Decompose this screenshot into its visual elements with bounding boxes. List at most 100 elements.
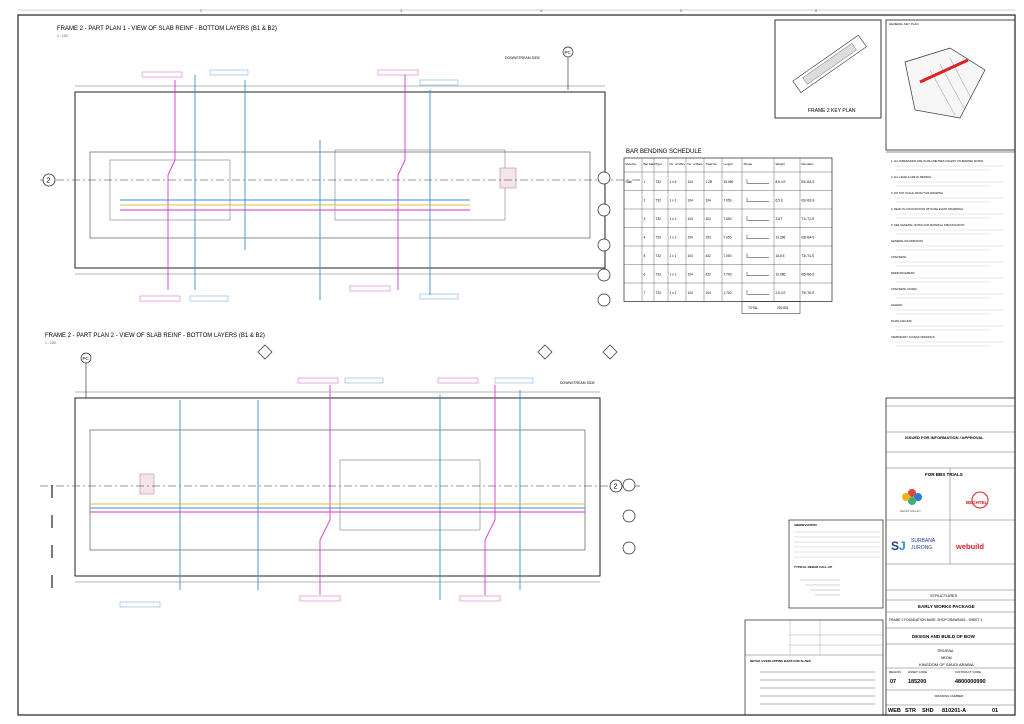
abbreviation-box: ABBREVIATION TYPICAL REBAR CALL-UP (788, 519, 884, 609)
general-key-plan-frame (885, 19, 1016, 151)
note-line: GENERAL INFORMATION (891, 239, 923, 243)
schedule-total-label: TOTAL (748, 306, 758, 310)
detail-box: DETAIL OVERLAPPING BARS FOR SLABS (744, 619, 884, 716)
schedule-cell: 203 (706, 217, 712, 221)
title-block-project: DESIGN AND BUILD OF BOW (912, 634, 976, 639)
plan-1-section-markers (597, 171, 611, 307)
schedule-cell: 104 (688, 198, 694, 202)
plan-1-inner-outline (89, 151, 591, 239)
plan-2-inner-outline (89, 429, 586, 551)
notes-lines: 1. ALL DIMENSIONS ARE IN MILLIMETRES UNL… (891, 159, 1005, 347)
schedule-cell: 6,5 E (776, 198, 783, 202)
schedule-frame (623, 157, 833, 302)
schedule-cell: T3/-T4-S (802, 254, 815, 258)
schedule-cell: 1.700 (724, 291, 732, 295)
note-line: LEGEND: (891, 303, 903, 307)
schedule-cell: 1 x 1 (670, 198, 677, 202)
plan-1-pit-2 (334, 149, 506, 221)
plan-1: FRAME 2 - PART PLAN 1 - VIEW OF SLAB REI… (40, 26, 640, 307)
title-block-codes: 07 185200 4800000990 (890, 679, 986, 685)
note-line: TEMPORARY ACCESS OPENINGS (891, 335, 935, 339)
schedule-cell: 7.050 (724, 198, 732, 202)
svg-text:01: 01 (992, 708, 998, 714)
plan-1-grid-label: 2 (47, 178, 51, 185)
contractor-logo: webuild (955, 542, 984, 551)
plan-2-access-opening (139, 473, 155, 495)
schedule-cell: T32 (656, 198, 662, 202)
schedule-cell: 194 (688, 235, 694, 239)
schedule-header-cell: Type (656, 162, 663, 166)
general-key-plan: GENERAL KEY PLAN (885, 19, 1016, 151)
title-block-issued: ISSUED FOR INFORMATION / APPROVAL (905, 435, 984, 440)
plan-2-slab-outline (74, 397, 601, 577)
note-line: REINFORCEMENT: (891, 271, 915, 275)
plan-2-rebar-tags (119, 377, 534, 608)
notes-panel: 1. ALL DIMENSIONS ARE IN MILLIMETRES UNL… (886, 151, 1015, 347)
title-block-drawing-number: WEB STR SHD 810201-A 01 (888, 708, 998, 714)
svg-text:5: 5 (680, 8, 683, 13)
schedule-cell: 432 (706, 254, 712, 258)
schedule-cell: 193 (706, 235, 712, 239)
schedule-header-cell: Shape (744, 162, 753, 166)
plan-2-scale: 1 : 100 (45, 341, 56, 345)
schedule-cell: 104 (706, 198, 712, 202)
svg-text:07: 07 (890, 679, 896, 685)
schedule-cell: Slab (626, 180, 633, 184)
schedule-cell: T5/-T6-S (802, 291, 815, 295)
svg-text:4: 4 (540, 8, 543, 13)
bar-shape (746, 253, 769, 258)
plan-2-title: FRAME 2 - PART PLAN 2 - VIEW OF SLAB REI… (45, 333, 265, 339)
abbreviation-rows (794, 531, 880, 558)
schedule-cell: B1/-B2-S (802, 198, 815, 202)
title-block-discipline: STRUCTURES (930, 593, 958, 598)
pmc-logo: BECHTEL (966, 491, 989, 509)
key-plan-frame (774, 19, 882, 119)
schedule-cell: T32 (656, 254, 662, 258)
svg-text:SHD: SHD (922, 708, 934, 714)
svg-text:185200: 185200 (908, 679, 926, 685)
schedule-cell: T1/-T2-S (802, 217, 815, 221)
plan-1-magenta-rebars (120, 75, 470, 290)
svg-text:REGION: REGION (889, 670, 901, 674)
note-line: 4. READ IN CONJUNCTION WITH RELEVANT DRA… (891, 207, 964, 211)
title-block-code-labels: REGION ASSET CODE CONTRACT CODE (889, 670, 981, 674)
schedule-cell: 6 (644, 272, 646, 276)
general-key-plan-title: GENERAL KEY PLAN (889, 22, 919, 26)
schedule-cell: B1/-B2-S (802, 180, 815, 184)
plan-1-grid-bubble (42, 173, 56, 187)
schedule-cell: 104 (688, 180, 694, 184)
note-line: 5. SEE GENERAL NOTES FOR MATERIAL SPECIF… (891, 223, 965, 227)
schedule-cell: 104 (688, 272, 694, 276)
svg-text:810201-A: 810201-A (942, 708, 966, 714)
title-block-drawing-title: FRAME 2 FOUNDATION BASE: SHOP DRAWINGS -… (889, 618, 982, 622)
schedule-cell: 1 x 1 (670, 217, 677, 221)
schedule-cell: 104 (688, 291, 694, 295)
schedule-cell: 2,5.4 E (776, 291, 786, 295)
schedule-header-cell: Bar Mark (644, 162, 657, 166)
schedule-cell: B5/-B6-S (802, 272, 815, 276)
sheet-border (17, 14, 1016, 716)
consultant-logo: S J SURBANA JURONG (891, 538, 936, 553)
title-block: ISSUED FOR INFORMATION / APPROVAL FOR BB… (885, 397, 1016, 716)
note-line: CONCRETE: (891, 255, 907, 259)
schedule-cell: 4 (644, 235, 646, 239)
schedule-cell: 3.8 T (776, 217, 783, 221)
bar-shape (746, 271, 769, 276)
svg-text:S: S (891, 539, 899, 553)
schedule-cell: T32 (656, 235, 662, 239)
client-logo-text: NEOM VALLEY (900, 509, 921, 513)
schedule-cell: T32 (656, 180, 662, 184)
title-block-location: TROJENA (937, 649, 954, 653)
general-key-plan-highlight (919, 58, 969, 84)
plan-2-pc-label: PC (83, 356, 90, 361)
schedule-cell: T32 (656, 272, 662, 276)
schedule-cell: 16,8 E (776, 254, 785, 258)
consultant-logo-text-b: JURONG (911, 545, 932, 551)
client-logo: NEOM VALLEY (900, 489, 922, 513)
bar-shape (746, 197, 769, 202)
schedule-cell: 1 x 1 (670, 254, 677, 258)
